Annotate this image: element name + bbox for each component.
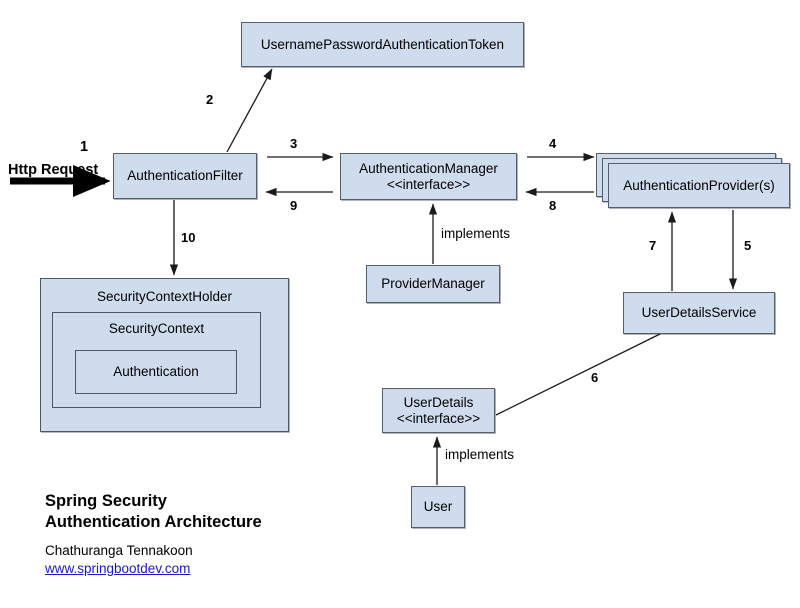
- node-authentication-filter[interactable]: AuthenticationFilter: [113, 153, 257, 199]
- label-step-6: 6: [591, 370, 599, 385]
- node-user[interactable]: User: [411, 486, 465, 528]
- label-step-9: 9: [290, 198, 298, 213]
- node-provider-manager[interactable]: ProviderManager: [366, 265, 500, 303]
- label-step-4: 4: [549, 136, 557, 151]
- label-step-7: 7: [649, 238, 657, 253]
- label-step-3: 3: [290, 136, 298, 151]
- title-line-1: Spring Security: [45, 492, 167, 510]
- authentication-label: Authentication: [113, 364, 199, 379]
- label-http-request: Http Request: [8, 162, 99, 178]
- title-line-2: Authentication Architecture: [45, 513, 262, 532]
- node-authentication-provider[interactable]: AuthenticationProvider(s): [608, 163, 790, 208]
- label-step-5: 5: [744, 238, 752, 253]
- node-username-password-authentication-token[interactable]: UsernamePasswordAuthenticationToken: [241, 22, 524, 67]
- website-link[interactable]: www.springbootdev.com: [45, 560, 191, 576]
- node-user-details[interactable]: UserDetails <<interface>>: [382, 388, 495, 433]
- label-step-10: 10: [181, 230, 196, 245]
- connector-step-6: [495, 333, 661, 416]
- label-step-2: 2: [206, 92, 214, 107]
- label-step-1: 1: [80, 139, 89, 155]
- security-context-label: SecurityContext: [108, 321, 205, 336]
- security-context-holder-label: SecurityContextHolder: [96, 289, 233, 304]
- label-step-8: 8: [549, 198, 557, 213]
- node-user-details-service[interactable]: UserDetailsService: [623, 292, 775, 334]
- author-name: Chathuranga Tennakoon: [45, 543, 193, 559]
- node-authentication-manager[interactable]: AuthenticationManager <<interface>>: [340, 153, 517, 200]
- node-authentication[interactable]: Authentication: [75, 350, 237, 394]
- label-implements-provider-manager: implements: [441, 226, 511, 241]
- title-block: Spring Security Authentication Architect…: [45, 491, 262, 578]
- label-implements-user: implements: [445, 447, 515, 462]
- arrow-step-2: [226, 68, 273, 153]
